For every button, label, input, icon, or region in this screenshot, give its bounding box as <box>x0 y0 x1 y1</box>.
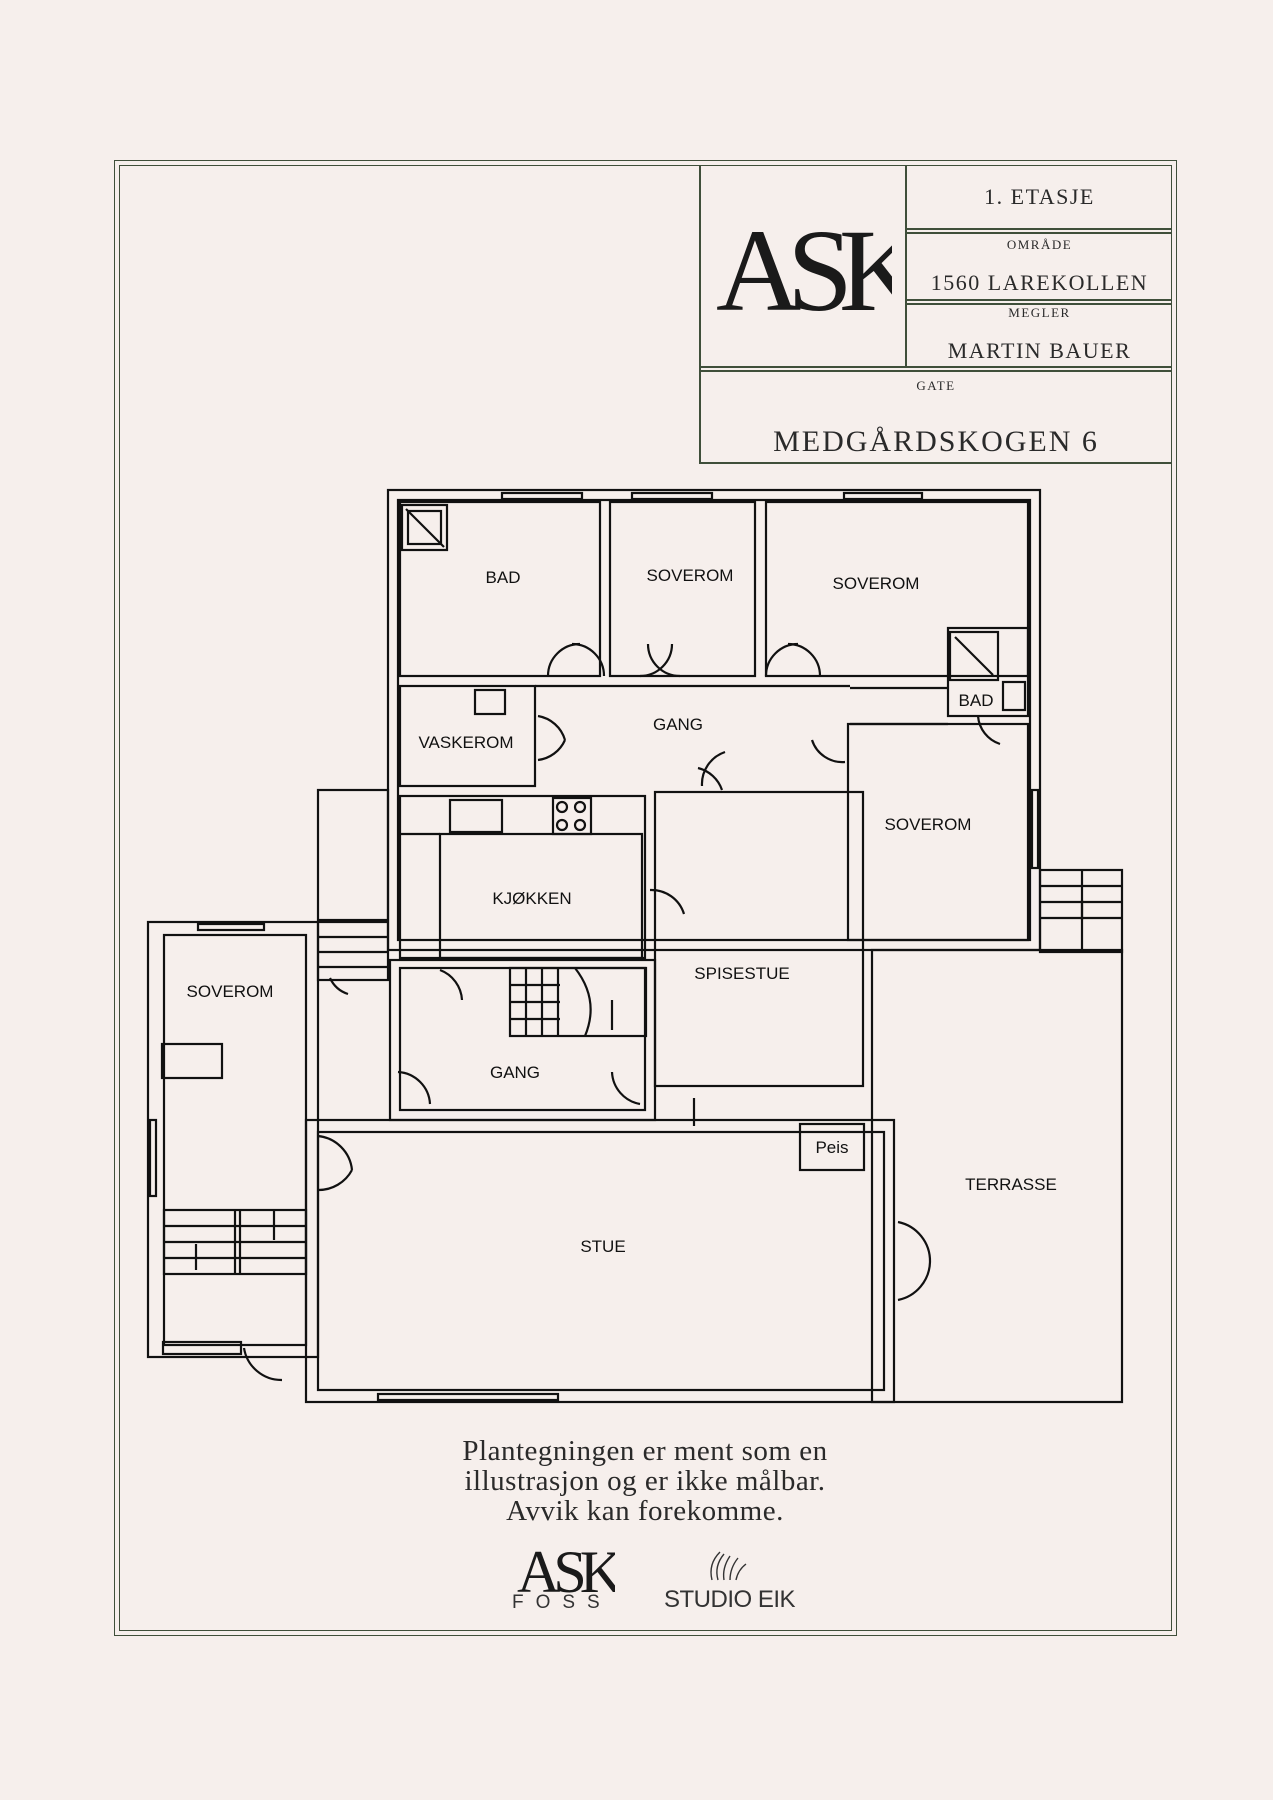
street-label: GATE <box>916 378 956 393</box>
area-label: OMRÅDE <box>1006 237 1073 252</box>
shower-1 <box>400 503 449 552</box>
ask-logo: ASK <box>716 210 892 320</box>
broker-value: MARTIN BAUER <box>947 338 1132 363</box>
soverom-1-walls <box>608 500 757 678</box>
room-spisestue: SPISESTUE <box>694 964 789 983</box>
room-gang-2: GANG <box>490 1063 540 1082</box>
room-peis: Peis <box>815 1138 848 1157</box>
sink-vaskerom <box>473 688 507 716</box>
room-soverom-4: SOVEROM <box>187 982 274 1001</box>
north-block-inner <box>396 498 1032 942</box>
ask-logo-text: ASK <box>716 210 892 320</box>
north-block-outer <box>386 488 1042 952</box>
area-value: 1560 LAREKOLLEN <box>930 270 1149 295</box>
room-kjokken: KJØKKEN <box>492 889 571 908</box>
stue-outer <box>304 1118 896 1404</box>
room-terrasse: TERRASSE <box>965 1175 1057 1194</box>
inner-frame <box>119 165 1172 1631</box>
stue-inner <box>316 1130 886 1392</box>
room-labels: BAD SOVEROM SOVEROM BAD VASKEROM GANG SO… <box>187 566 1057 1256</box>
room-bad-2: BAD <box>959 691 994 710</box>
room-stue: STUE <box>580 1237 625 1256</box>
terrasse-outer <box>870 948 1124 1404</box>
room-soverom-2: SOVEROM <box>833 574 920 593</box>
kitchen-sink <box>448 798 504 834</box>
kitchen-outer <box>398 794 647 960</box>
bad-2-walls <box>946 626 1030 718</box>
disclaimer-line-2: illustrasjon og er ikke målbar. <box>464 1465 826 1497</box>
gang-2-walls <box>398 966 647 1112</box>
room-gang-1: GANG <box>653 715 703 734</box>
disclaimer-line-1: Plantegningen er ment som en <box>462 1435 828 1467</box>
spisestue-walls <box>653 790 865 1088</box>
ask-foss-subtitle: FOSS <box>512 1592 612 1613</box>
room-bad-1: BAD <box>486 568 521 587</box>
street-value: MEDGÅRDSKOGEN 6 <box>773 425 1099 458</box>
disclaimer: Plantegningen er ment som en illustrasjo… <box>380 1436 910 1526</box>
bad-1-walls <box>398 500 602 678</box>
soverom-2-walls <box>764 500 1030 678</box>
studio-eik-icon <box>710 1551 747 1581</box>
sink-bad-2 <box>1001 680 1027 712</box>
ask-foss-logo: ASK <box>517 1540 615 1596</box>
studio-eik-logo: STUDIO EIK <box>664 1586 796 1613</box>
peis-box <box>798 1122 866 1172</box>
room-soverom-1: SOVEROM <box>647 566 734 585</box>
disclaimer-line-3: Avvik kan forekomme. <box>506 1495 784 1527</box>
ask-foss-logo-text: ASK <box>517 1540 615 1596</box>
entry-porch <box>316 788 390 922</box>
broker-label: MEGLER <box>1008 305 1071 320</box>
walls <box>146 488 1124 1404</box>
outer-frame <box>114 160 1177 1636</box>
shower-2 <box>948 630 1000 682</box>
vaskerom-walls <box>398 684 537 788</box>
room-soverom-3: SOVEROM <box>885 815 972 834</box>
kitchen-inner <box>438 832 644 960</box>
floor-label: 1. ETASJE <box>984 184 1095 209</box>
soverom-3-walls <box>846 722 1030 942</box>
kitchen-stove <box>551 796 593 836</box>
room-vaskerom: VASKEROM <box>418 733 513 752</box>
